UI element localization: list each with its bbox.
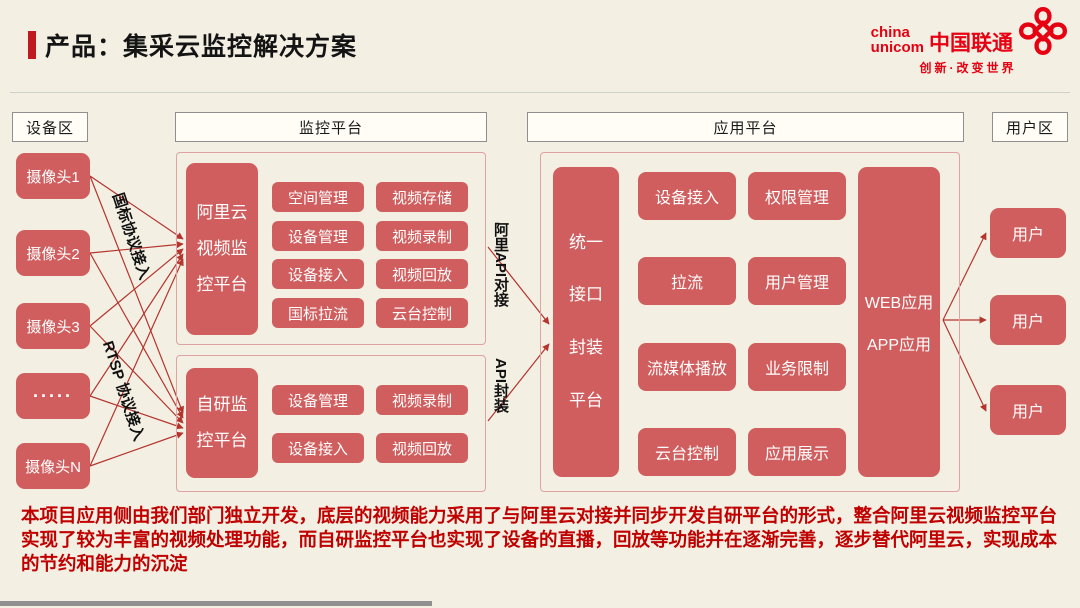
page-title: 产品：集采云监控解决方案 [45, 33, 358, 61]
rtsp-protocol-label: RTSP 协议接入 [98, 338, 148, 444]
api-wrap-label: API封装 [492, 358, 509, 414]
section-header-monitoring: 监控平台 [175, 112, 487, 142]
aliyun-module-box: 视频存储 [376, 182, 468, 212]
self-module-box: 设备接入 [272, 433, 364, 463]
section-header-device: 设备区 [12, 112, 88, 142]
app-module-box: 流媒体播放 [638, 343, 736, 391]
aliyun-module-box: 空间管理 [272, 182, 364, 212]
gb-protocol-label: 国标协议接入 [108, 190, 153, 282]
header-divider [10, 92, 1070, 93]
aliyun-module-box: 视频回放 [376, 259, 468, 289]
aliyun-module-box: 视频录制 [376, 221, 468, 251]
unified-interface-box: 统一接口封装平台 [553, 167, 619, 477]
camera-box: 摄像头N [16, 443, 90, 489]
app-module-box: 业务限制 [748, 343, 846, 391]
aliyun-platform-box: 阿里云视频监控平台 [186, 163, 258, 335]
unicom-logo-row: china unicom 中国联通 [868, 6, 1068, 56]
user-box: 用户 [990, 385, 1066, 435]
camera-box: 摄像头1 [16, 153, 90, 199]
user-box: 用户 [990, 295, 1066, 345]
logo-chinese: 中国联通 [929, 32, 1013, 55]
web-app-box: WEB应用 APP应用 [858, 167, 940, 477]
self-platform-box: 自研监控平台 [186, 368, 258, 478]
app-module-box: 应用展示 [748, 428, 846, 476]
section-header-users: 用户区 [992, 112, 1068, 142]
unicom-logo: china unicom 中国联通 创新·改变世界 [868, 6, 1068, 76]
ali-api-label: 阿里API对接 [492, 222, 509, 308]
camera-box: 摄像头3 [16, 303, 90, 349]
app-module-box: 云台控制 [638, 428, 736, 476]
app-module-box: 拉流 [638, 257, 736, 305]
section-header-application: 应用平台 [527, 112, 964, 142]
app-module-box: 权限管理 [748, 172, 846, 220]
device-dots-box: ····· [16, 373, 90, 419]
self-module-box: 设备管理 [272, 385, 364, 415]
title-accent-bar [28, 31, 36, 59]
self-module-box: 视频录制 [376, 385, 468, 415]
logo-english: china unicom [870, 23, 924, 57]
self-module-box: 视频回放 [376, 433, 468, 463]
app-module-box: 用户管理 [748, 257, 846, 305]
bottom-progress-bar[interactable] [0, 601, 432, 606]
aliyun-module-box: 设备管理 [272, 221, 364, 251]
aliyun-module-box: 设备接入 [272, 259, 364, 289]
web-app-label: WEB应用 [864, 295, 934, 312]
logo-text-china: china [870, 23, 910, 41]
footer-description: 本项目应用侧由我们部门独立开发，底层的视频能力采用了与阿里云对接并同步开发自研平… [21, 505, 1058, 575]
user-box: 用户 [990, 208, 1066, 258]
app-app-label: APP应用 [866, 337, 932, 354]
camera-box: 摄像头2 [16, 230, 90, 276]
aliyun-module-box: 云台控制 [376, 298, 468, 328]
app-module-box: 设备接入 [638, 172, 736, 220]
logo-slogan: 创新·改变世界 [919, 61, 1017, 75]
unicom-knot-icon [1018, 6, 1068, 56]
aliyun-module-box: 国标拉流 [272, 298, 364, 328]
logo-text-unicom: unicom [870, 39, 924, 57]
